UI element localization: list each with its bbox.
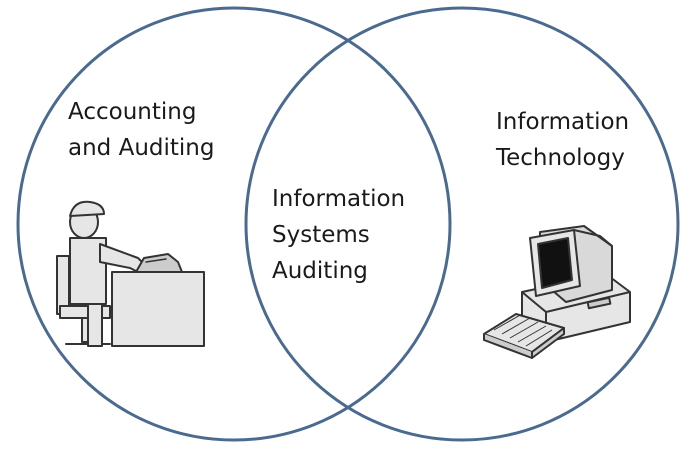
center-label-line-2: Systems (272, 222, 370, 248)
left-label-line-2: and Auditing (68, 135, 215, 161)
information-technology-label: Information Technology (496, 104, 629, 176)
center-label-line-3: Auditing (272, 258, 368, 284)
left-label-line-1: Accounting (68, 99, 197, 125)
information-systems-auditing-label: Information Systems Auditing (272, 181, 405, 289)
right-circle (244, 6, 680, 442)
right-label-line-1: Information (496, 109, 630, 135)
center-label-line-1: Information (272, 186, 406, 212)
accounting-and-auditing-label: Accounting and Auditing (68, 94, 214, 166)
left-circle (16, 6, 452, 442)
desktop-computer-icon (483, 225, 631, 359)
right-label-line-2: Technology (496, 145, 625, 171)
accountant-at-desk-icon (56, 200, 205, 347)
